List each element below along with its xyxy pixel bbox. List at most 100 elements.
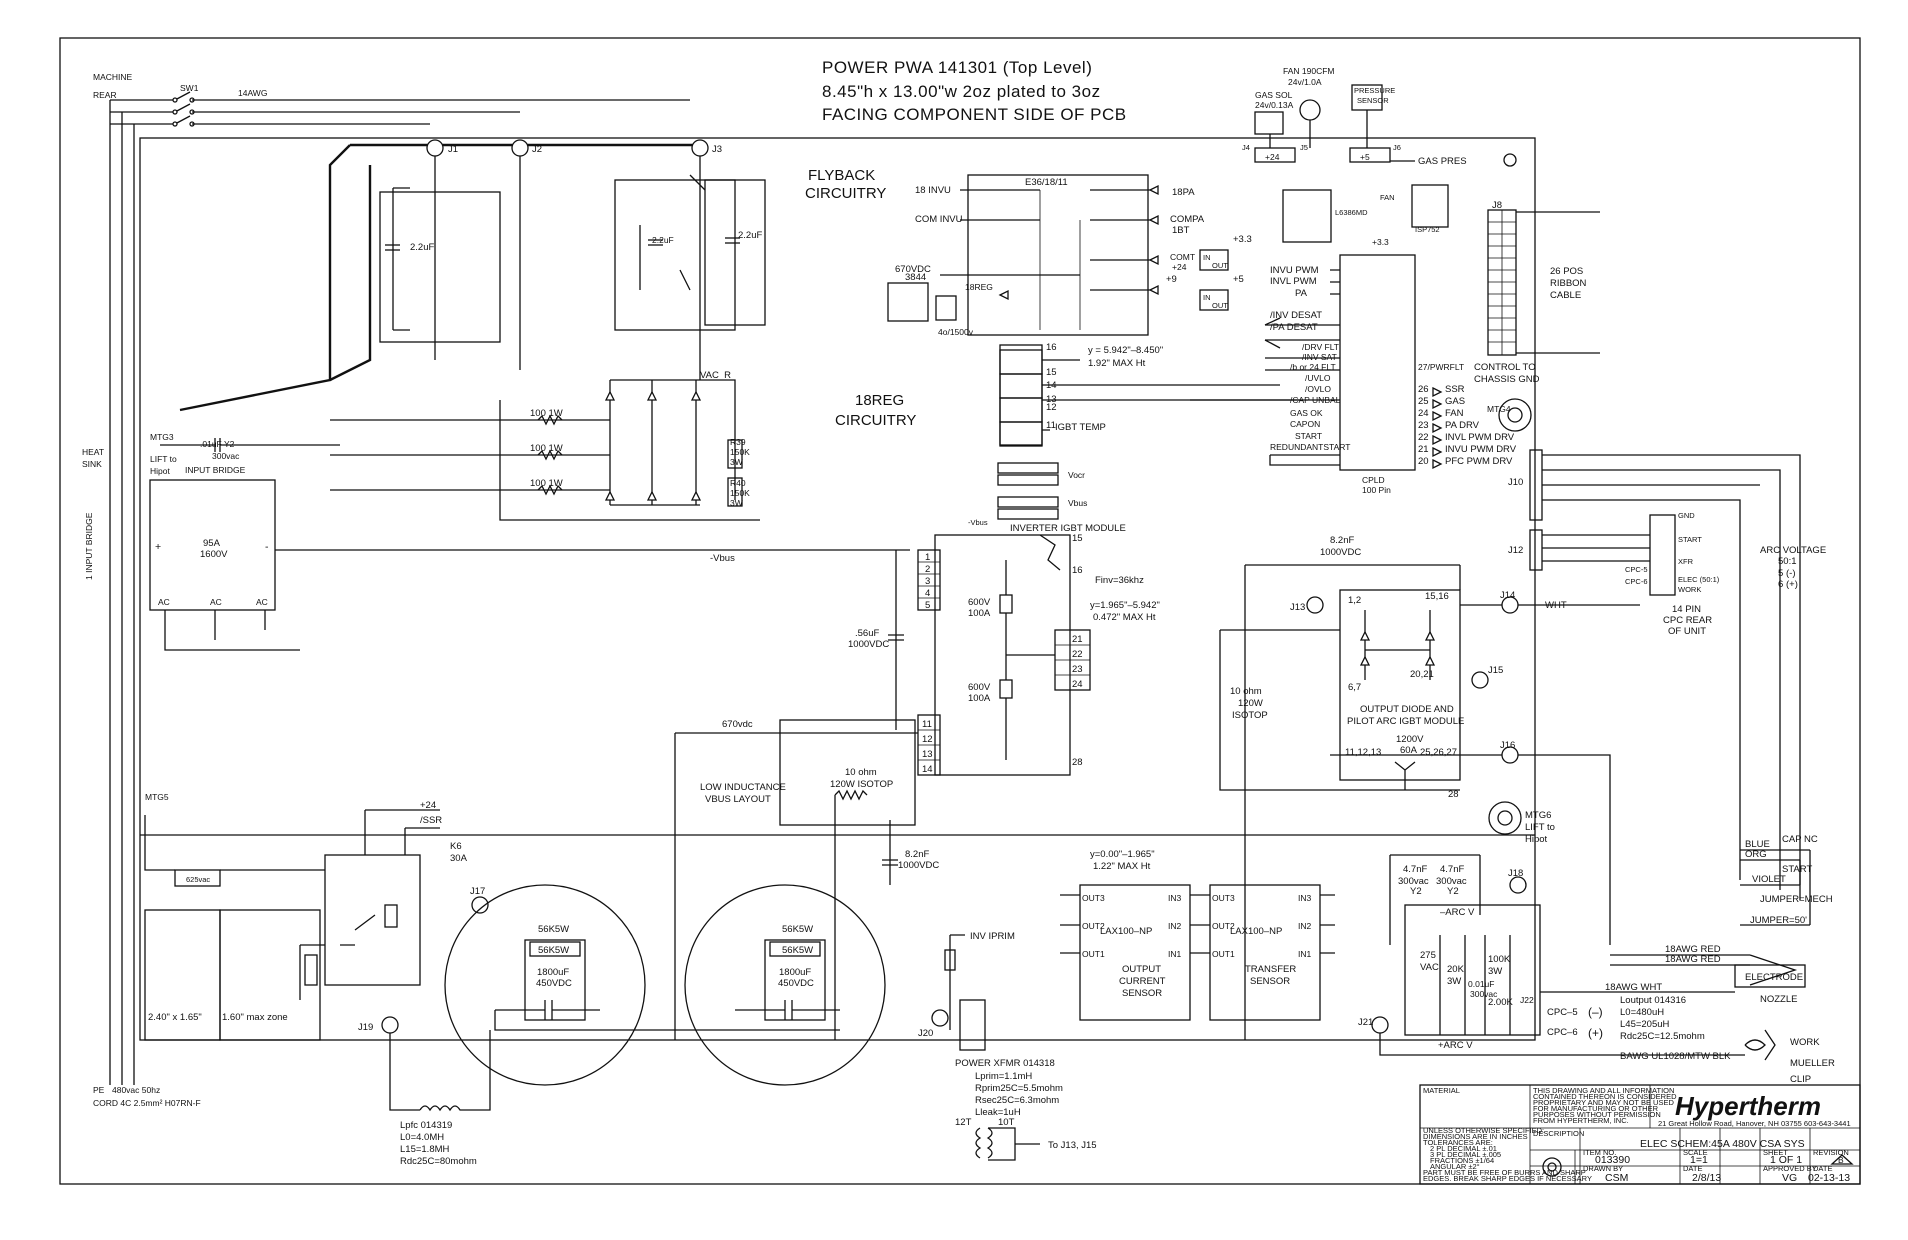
arc-v-sign5: (-) xyxy=(1786,568,1796,579)
bridge-plus: + xyxy=(155,541,161,553)
j18-label: J18 xyxy=(1508,868,1523,879)
output-pins-20-21: 20,21 xyxy=(1410,669,1434,680)
plus-5-label: +5 xyxy=(1360,152,1370,162)
opto-isolators: 16 15 14 13 12 11 y = 5.942"–8.450" 1.92… xyxy=(968,342,1300,527)
inverter-module-body xyxy=(934,534,1071,776)
flyback-cap-label: 4o/1500v xyxy=(938,327,974,337)
ic-3844-label: 3844 xyxy=(905,272,926,283)
r100k-value: 100K xyxy=(1488,954,1511,965)
sig-start: START xyxy=(1295,431,1322,441)
sheet-label: SHEET xyxy=(1763,1148,1788,1157)
input-bridge-side-label: 1 INPUT BRIDGE xyxy=(84,512,94,580)
inv-iprim-label: INV IPRIM xyxy=(970,931,1015,942)
cpc-connectors: J10 J12 GND START XFR CPC-5 CPC-6 ELEC (… xyxy=(1508,449,1826,900)
arc-v-pin6: 6 xyxy=(1778,579,1783,590)
flyback-out-compa: COMPA xyxy=(1170,214,1205,225)
sig-inv-desat: /INV DESAT xyxy=(1270,310,1322,321)
sw1-label: SW1 xyxy=(180,83,199,93)
relay-plus-24: +24 xyxy=(420,800,436,811)
j15-label: J15 xyxy=(1488,665,1503,676)
xfmr-rprim: Rprim25C=5.5mohm xyxy=(975,1083,1063,1094)
cpc-title-1: 14 PIN xyxy=(1672,604,1701,615)
hypertherm-logo: Hypertherm xyxy=(1675,1091,1821,1121)
drawn-by-label: DRAWN BY xyxy=(1583,1164,1623,1173)
output-pins-6-7: 6,7 xyxy=(1348,682,1361,693)
cpld-pin-25: 25 xyxy=(1418,396,1429,407)
flyback-p9: +9 xyxy=(1166,274,1177,285)
plus-24-label: +24 xyxy=(1265,152,1280,162)
supply-label: 480vac 50hz xyxy=(112,1085,160,1095)
inverter-cap-label: .56uF xyxy=(855,628,879,639)
sw1-switch-contacts xyxy=(174,91,191,125)
r40-label: R40 xyxy=(730,478,746,488)
opto-y-value: y = 5.942"–8.450" xyxy=(1088,345,1163,356)
cap1-res-a: 56K5W xyxy=(538,924,569,935)
isp752-label: ISP752 xyxy=(1415,225,1440,234)
input-feed-wires xyxy=(110,99,175,125)
ribbon-label-3: CABLE xyxy=(1550,290,1581,301)
sig-pa: PA xyxy=(1295,288,1308,299)
j20-label: J20 xyxy=(918,1028,933,1039)
filter-cap-1-label: 2.2uF xyxy=(410,242,434,253)
violet-lead-label: VIOLET xyxy=(1752,874,1786,885)
sig-capon: CAPON xyxy=(1290,419,1320,429)
lead-org: ORG xyxy=(1745,849,1767,860)
inv-pin-1: 1 xyxy=(925,552,930,563)
awg-label: 14AWG xyxy=(238,88,267,98)
sensor-label: SENSOR xyxy=(1357,96,1389,105)
filter-cap-2-label: 2.2uF xyxy=(652,235,674,245)
sig-ovlo: /OVLO xyxy=(1305,384,1331,394)
arc-cap1: 4.7nF xyxy=(1403,864,1427,875)
work-lead-label: BAWG UL1028/MTW BLK xyxy=(1620,1051,1731,1062)
opto-pin-11: 11 xyxy=(1046,420,1056,431)
arc-cap1-type: Y2 xyxy=(1410,886,1422,897)
gas-sol-rating: 24v/0.13A xyxy=(1255,100,1294,110)
cpc-6-label: CPC-6 xyxy=(1625,577,1648,586)
inv-pin-11: 11 xyxy=(922,719,932,730)
bulk-capacitor-2: 56K5W 56K5W 1800uF 450VDC xyxy=(494,884,886,1086)
xfmr-12t: 12T xyxy=(955,1117,972,1128)
flyback-18invu: 18 INVU xyxy=(915,185,951,196)
connector-j15 xyxy=(1471,671,1489,689)
cap-nc-label: CAP NC xyxy=(1782,834,1818,845)
tol-line-1: DIMENSIONS ARE IN INCHES xyxy=(1423,1132,1528,1141)
notice-line-3: PROPRIETARY AND MAY NOT BE USED xyxy=(1533,1098,1674,1107)
notice-line-5: PURPOSES WITHOUT PERMISSION xyxy=(1533,1110,1661,1119)
top-right-peripherals: GAS SOL 24v/0.13A FAN 190CFM 24v/1.0A PR… xyxy=(1242,66,1467,243)
pfc-l15: L15=1.8MH xyxy=(400,1144,450,1155)
inv-pin-22: 22 xyxy=(1072,649,1083,660)
gas-sol-label: GAS SOL xyxy=(1255,90,1293,100)
sheet-value: 1 OF 1 xyxy=(1770,1154,1802,1166)
output-res-label: 10 ohm xyxy=(1230,686,1262,697)
revision-label: REVISION xyxy=(1813,1148,1849,1157)
xfmr-title: POWER XFMR 014318 xyxy=(955,1058,1055,1069)
item-no-label: ITEM NO. xyxy=(1583,1148,1616,1157)
low-ind-label-1: LOW INDUCTANCE xyxy=(700,782,786,793)
top-connectors: J1 J2 J3 xyxy=(426,139,722,157)
machine-label: MACHINE xyxy=(93,72,133,82)
s2-name: LAX100–NP xyxy=(1230,926,1282,937)
connector-j21 xyxy=(1371,1016,1389,1034)
low-ind-res: 10 ohm xyxy=(845,767,877,778)
mtg4-label: MTG4 xyxy=(1487,404,1511,414)
xfmr-lprim: Lprim=1.1mH xyxy=(975,1071,1032,1082)
cpc6-sign: (+) xyxy=(1588,1026,1603,1040)
j14-label: J14 xyxy=(1500,590,1515,601)
j5-label: J5 xyxy=(1300,143,1308,152)
reg18-label-1: 18REG xyxy=(855,392,904,409)
s2-title-2: SENSOR xyxy=(1250,976,1290,987)
pcb-bus-heavy xyxy=(179,143,700,412)
cpld-body xyxy=(1339,254,1416,471)
mtg6-hipot: Hipot xyxy=(1525,834,1548,845)
bus-670vdc-label: 670vdc xyxy=(722,719,753,730)
output-title-2: PILOT ARC IGBT MODULE xyxy=(1347,716,1464,727)
cpc-gnd: GND xyxy=(1678,511,1695,520)
loutput-l0: L0=480uH xyxy=(1620,1007,1664,1018)
scale-label: SCALE xyxy=(1683,1148,1708,1157)
loutput-label: Loutput 014316 xyxy=(1620,995,1686,1006)
inverter-title: INVERTER IGBT MODULE xyxy=(1010,523,1126,534)
neg-arc-v: –ARC V xyxy=(1440,907,1475,918)
electrode-label: ELECTRODE xyxy=(1745,972,1803,983)
input-power-section: MACHINE REAR SW1 14AWG HEAT SINK 1 INPUT… xyxy=(82,72,690,1108)
current-sensors: y=0.00"–1.965" 1.22" MAX Ht OUT3 OUT2 OU… xyxy=(1060,849,1335,1021)
